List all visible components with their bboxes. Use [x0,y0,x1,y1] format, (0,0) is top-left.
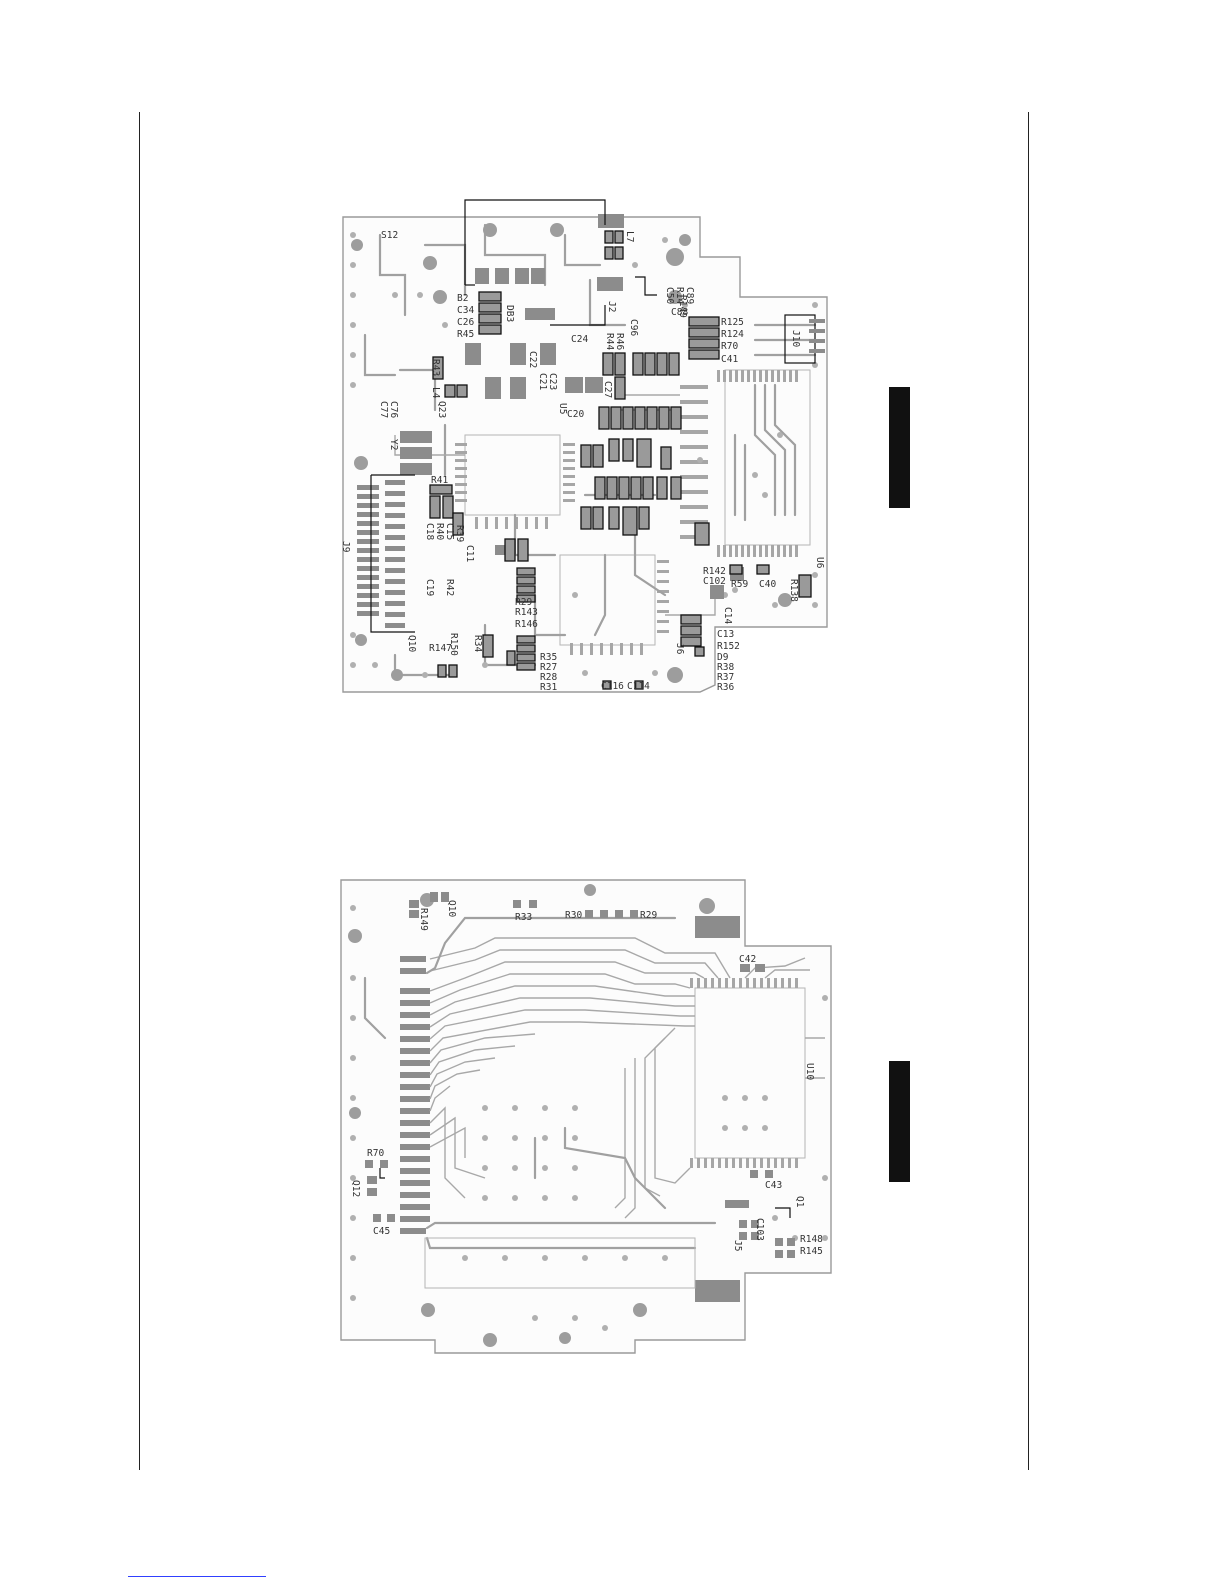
label-r36: R36 [717,682,734,693]
label-c11: C11 [464,545,475,562]
label-r37: R37 [717,672,734,683]
pcb-top-copper [350,199,825,690]
label-r43: R43 [430,359,441,376]
label-c40: C40 [759,579,776,590]
label-r147: R147 [429,643,452,654]
label-r38: R38 [717,662,734,673]
label-r44: R44 [604,333,615,350]
label-r46: R46 [614,333,625,350]
label-db3: DB3 [504,305,515,322]
label-u6: U6 [814,557,825,569]
label-r27: R27 [540,662,557,673]
label-r143: R143 [515,607,538,618]
label-s12: S12 [381,230,398,241]
pcb-top-layout: S12 L7 B2 C34 C26 R45 DB3 C24 C22 C23 C2… [340,199,828,693]
pcb-bottom-layout: Q10 R149 R33 R30 R29 C42 U10 R70 Q12 C45… [340,879,832,1354]
label-j5: J5 [732,1240,743,1251]
label-c21: C21 [537,373,548,390]
label-b2: B2 [457,293,468,304]
label-r149-bottom: R149 [418,908,429,931]
label-r40: R40 [434,523,445,540]
label-c14: C14 [722,607,733,624]
pcb-top-reference-labels: S12 L7 B2 C34 C26 R45 DB3 C24 C22 C23 C2… [340,230,825,693]
pcb-bottom-reference-labels: Q10 R149 R33 R30 R29 C42 U10 R70 Q12 C45… [350,900,823,1257]
label-r33: R33 [515,912,532,923]
label-c96: C96 [628,319,639,336]
page-border-right [1028,112,1029,1470]
label-r148: R148 [800,1234,823,1245]
label-r124: R124 [721,329,744,340]
label-r125: R125 [721,317,744,328]
label-c102: C102 [703,576,726,587]
label-l7: L7 [624,231,635,242]
label-r138: R138 [788,579,799,602]
label-c88: C88 [671,307,688,318]
label-r28: R28 [540,672,557,683]
label-j10: J10 [790,330,801,347]
label-r142: R142 [703,566,726,577]
label-c114: C114 [627,681,650,692]
label-c41: C41 [721,354,738,365]
label-r70: R70 [721,341,738,352]
label-q23: Q23 [436,401,447,418]
label-j2: J2 [606,301,617,312]
label-r150: R150 [448,633,459,656]
label-r14: R14 [674,287,685,304]
label-c45: C45 [373,1226,390,1237]
label-c76: C76 [388,401,399,418]
label-y2: Y2 [388,439,399,450]
label-c50: C50 [664,287,675,304]
label-c22: C22 [527,351,538,368]
label-c15: C15 [444,523,455,540]
label-c26: C26 [457,317,474,328]
label-r146: R146 [515,619,538,630]
label-q12: Q12 [350,1180,361,1197]
label-c34: C34 [457,305,474,316]
label-u10: U10 [804,1063,815,1080]
section-tab-top [889,387,910,508]
label-c18: C18 [424,523,435,540]
label-q1: Q1 [794,1196,805,1208]
label-c116: C116 [601,681,624,692]
label-c77: C77 [378,401,389,418]
section-tab-bottom [889,1061,910,1182]
label-c23: C23 [547,373,558,390]
label-r30: R30 [565,910,582,921]
label-j9: J9 [340,541,351,553]
label-r42: R42 [444,579,455,596]
label-c13: C13 [717,629,734,640]
label-d9: D9 [717,652,729,663]
label-r70-bottom: R70 [367,1148,384,1159]
label-c19: C19 [424,579,435,596]
label-r39: R39 [454,525,465,542]
pcb-bottom-outline [340,879,832,1354]
label-r35: R35 [540,652,557,663]
label-r29-bottom: R29 [640,910,657,921]
label-c89: C89 [684,287,695,304]
label-r29: R29 [515,597,532,608]
label-u5: U5 [557,403,568,414]
label-r149: R149 [677,295,688,318]
label-q10: Q10 [406,635,417,652]
label-r41: R41 [431,475,448,486]
label-r45: R45 [457,329,474,340]
page-border-left [139,112,140,1470]
pcb-bottom-copper [348,884,828,1347]
label-c42: C42 [739,954,756,965]
label-l4: L4 [430,387,441,399]
label-c103: C103 [754,1218,765,1241]
label-r31: R31 [540,682,557,693]
label-c43: C43 [765,1180,782,1191]
label-r59: R59 [731,579,748,590]
label-r152: R152 [717,641,740,652]
label-c20: C20 [567,409,584,420]
footer-link-underline[interactable] [128,1576,266,1577]
label-c27: C27 [602,381,613,398]
label-r145: R145 [800,1246,823,1257]
label-j6: J6 [674,643,685,655]
label-r34: R34 [472,635,483,652]
label-c24: C24 [571,334,588,345]
label-q10-bottom: Q10 [446,900,457,917]
